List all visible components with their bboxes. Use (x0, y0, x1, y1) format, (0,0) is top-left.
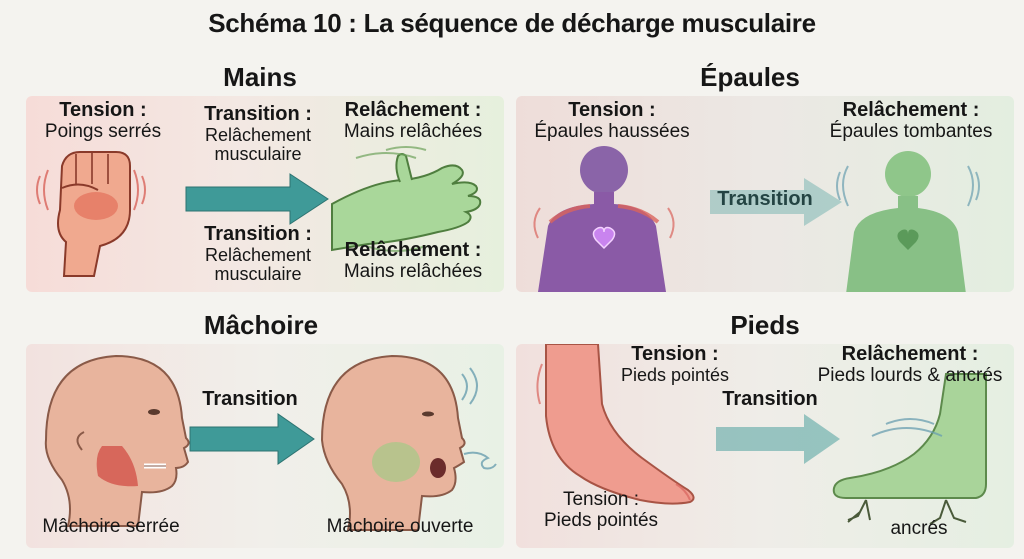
panel-machoire: Transition Mâchoire serrée Mâchoire ouve… (26, 344, 504, 548)
mains-release-top-text: Mains relâchées (343, 120, 483, 142)
epaules-tension-title: Tension : (568, 99, 656, 121)
epaules-transition-arrow (710, 178, 842, 226)
mains-tension-title: Tension : (59, 99, 147, 121)
tense-body-icon (533, 146, 675, 292)
mains-transition-bottom-line1: Relâchement (204, 244, 312, 265)
pieds-tension-top-label: Tension : Pieds pointés (600, 344, 750, 385)
epaules-release-title: Relâchement : (842, 99, 980, 121)
pieds-tension-top-text: Pieds pointés (620, 364, 730, 385)
mains-transition-top-line2: musculaire (214, 144, 302, 165)
pieds-transition-arrow (716, 414, 840, 464)
machoire-illustrations (44, 354, 497, 531)
diagram-title: Schéma 10 : La séquence de décharge musc… (208, 8, 816, 38)
panel-mains: Tension : Poings serrés Transition : Rel… (26, 96, 504, 292)
section-heading-machoire: Mâchoire (203, 310, 319, 340)
mains-transition-top-title: Transition : (204, 103, 312, 125)
epaules-release-text: Épaules tombantes (829, 120, 993, 142)
epaules-tension-label: Tension : Épaules haussées (522, 99, 702, 142)
relaxed-hand-icon (331, 146, 482, 252)
machoire-transition-arrow (189, 413, 315, 465)
mains-transition-top-line1: Relâchement (204, 124, 312, 145)
epaules-transition-label: Transition (717, 188, 813, 210)
pieds-release-title: Relâchement : (841, 344, 979, 365)
mains-transition-bottom-title: Transition : (204, 223, 312, 245)
mains-illustrations (36, 146, 482, 277)
mains-release-bottom-label: Relâchement : Mains relâchées (326, 239, 500, 282)
epaules-release-label: Relâchement : Épaules tombantes (812, 99, 1010, 142)
clenched-fist-icon (57, 151, 131, 277)
machoire-release-caption: Mâchoire ouverte (326, 516, 474, 537)
pieds-illustrations (536, 344, 987, 525)
section-heading-epaules: Épaules (700, 62, 800, 92)
relaxed-body-icon (836, 151, 980, 292)
panel-pieds: Tension : Pieds pointés Relâchement : Pi… (516, 344, 1014, 548)
relaxed-head-icon (320, 354, 497, 531)
mains-release-bottom-text: Mains relâchées (343, 260, 483, 282)
mains-transition-bottom-label: Transition : Relâchement musculaire (184, 223, 332, 285)
pieds-tension-top-title: Tension : (631, 344, 719, 365)
epaules-illustrations (533, 146, 980, 292)
panel-epaules: Tension : Épaules haussées Transition Re… (516, 96, 1014, 292)
tense-head-icon (44, 354, 190, 527)
section-heading-mains: Mains (223, 62, 297, 92)
mains-release-bottom-title: Relâchement : (344, 239, 482, 261)
machoire-tension-caption: Mâchoire serrée (42, 516, 180, 537)
mains-release-top-label: Relâchement : Mains relâchées (326, 99, 500, 142)
mains-release-top-title: Relâchement : (344, 99, 482, 121)
mains-tension-label: Tension : Poings serrés (32, 99, 174, 142)
epaules-tension-text: Épaules haussées (534, 120, 690, 142)
grounded-foot-icon (832, 373, 987, 525)
mains-transition-arrow (185, 173, 329, 225)
section-heading-pieds: Pieds (730, 310, 800, 340)
mains-transition-top-label: Transition : Relâchement musculaire (184, 103, 332, 165)
pieds-tension-bottom-title: Tension : (562, 489, 640, 510)
pieds-release-caption: ancrés (890, 518, 948, 539)
tension-wave-icon (36, 169, 146, 211)
pieds-release-text: Pieds lourds & ancrés (817, 364, 1003, 386)
pieds-tension-bottom-text: Pieds pointés (543, 509, 659, 531)
pointed-foot-icon (536, 344, 695, 505)
mains-tension-text: Poings serrés (44, 120, 162, 142)
pieds-tension-bottom-label: Tension : Pieds pointés (526, 489, 676, 531)
pieds-release-label: Relâchement : Pieds lourds & ancrés (810, 344, 1010, 386)
mains-transition-bottom-line2: musculaire (214, 264, 302, 285)
pieds-transition-label: Transition (722, 388, 818, 410)
machoire-transition-label: Transition (202, 388, 298, 410)
